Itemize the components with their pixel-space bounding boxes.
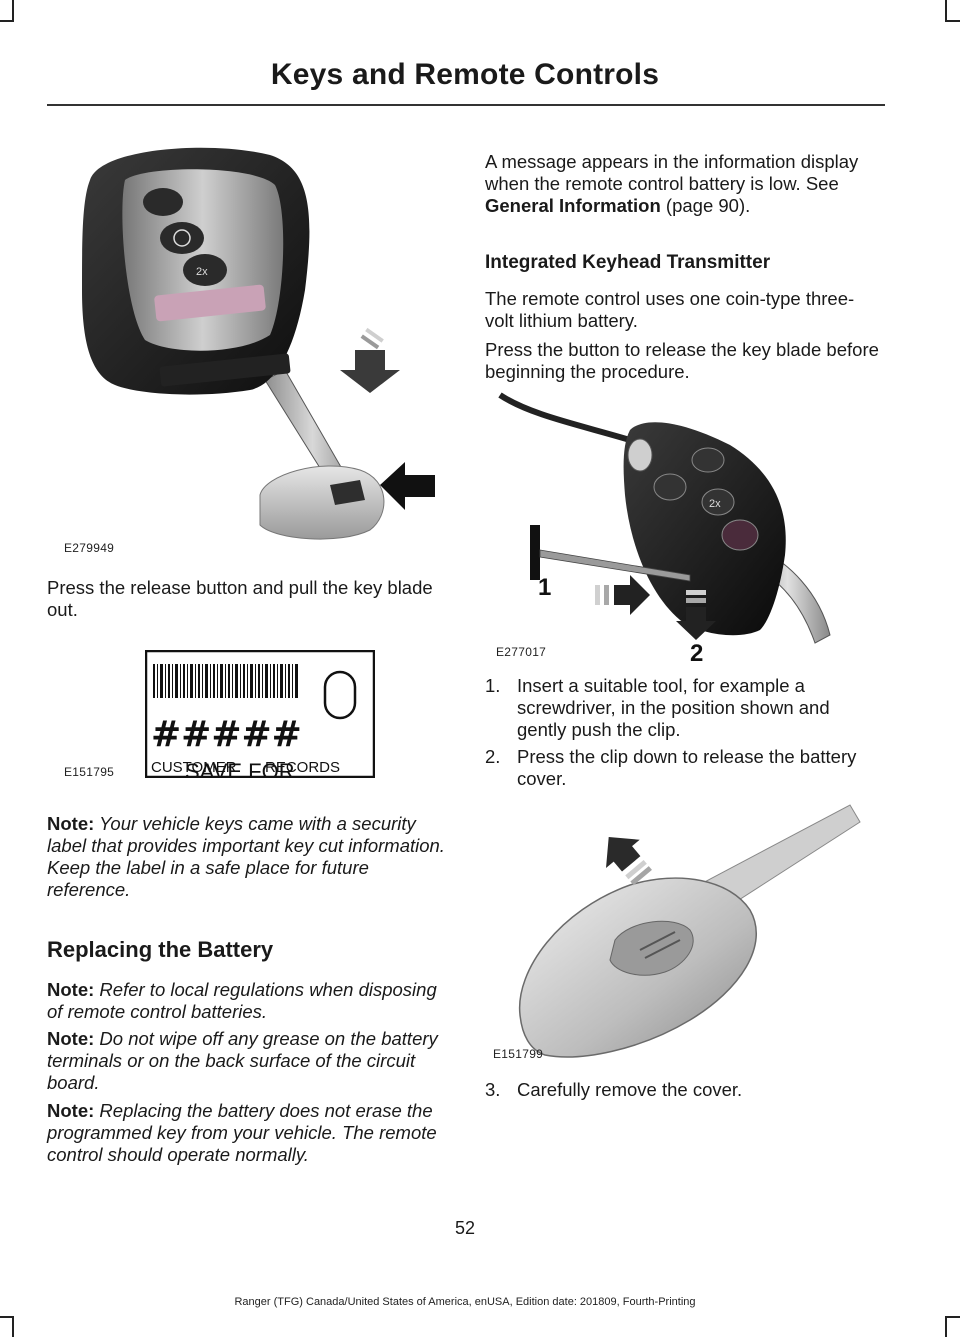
step-1: 1. Insert a suitable tool, for example a… — [485, 675, 885, 741]
battery-cover-illustration — [500, 800, 870, 1065]
battery-type-text: The remote control uses one coin-type th… — [485, 288, 855, 331]
note-text: Refer to local regulations when disposin… — [47, 979, 437, 1022]
note-grease: Note: Do not wipe off any grease on the … — [47, 1028, 452, 1094]
crop-mark — [945, 1316, 960, 1318]
subsection-heading: Integrated Keyhead Transmitter — [485, 252, 771, 273]
release-blade-text: Press the button to release the key blad… — [485, 339, 879, 382]
step-text: Insert a suitable tool, for example a sc… — [517, 675, 830, 740]
battery-low-message: A message appears in the information dis… — [485, 151, 859, 216]
figure-code: E151799 — [493, 1047, 544, 1061]
note-lead: Note: — [47, 1028, 95, 1049]
note-lead: Note: — [47, 813, 95, 834]
svg-text:2x: 2x — [196, 266, 208, 278]
note-text: Replacing the battery does not erase the… — [47, 1100, 437, 1165]
note-text: Do not wipe off any grease on the batter… — [47, 1028, 438, 1093]
crop-mark — [945, 0, 947, 22]
label-customer: CUSTOMER — [151, 759, 237, 776]
step-3: 3. Carefully remove the cover. — [485, 1079, 885, 1101]
cross-reference-link[interactable]: General Information — [485, 195, 661, 216]
note-programmed-key: Note: Replacing the battery does not era… — [47, 1100, 452, 1166]
figure-code: E151795 — [64, 765, 115, 779]
label-records: RECORDS — [265, 759, 340, 776]
note-lead: Note: — [47, 1100, 95, 1121]
figure-code: E279949 — [64, 541, 115, 555]
step-number: 3. — [485, 1079, 501, 1100]
step-text: Press the clip down to release the batte… — [517, 746, 857, 789]
crop-mark — [945, 20, 960, 22]
footer-edition-info: Ranger (TFG) Canada/United States of Ame… — [234, 1296, 696, 1308]
label-hashes: ##### — [151, 714, 302, 755]
crop-mark — [0, 1316, 14, 1318]
callout-2: 2 — [690, 640, 703, 665]
flip-key-screwdriver-illustration: 2x 1 2 — [490, 385, 870, 667]
crop-mark — [945, 1316, 947, 1337]
security-label-illustration: ##### SAVE FOR CUSTOMER RECORDS — [144, 649, 376, 784]
crop-mark — [12, 0, 14, 22]
callout-1: 1 — [538, 574, 551, 601]
figure-code: E277017 — [496, 645, 547, 659]
crop-mark — [0, 20, 14, 22]
header-divider — [47, 104, 885, 106]
instruction-text: Press the release button and pull the ke… — [47, 577, 433, 620]
key-fob-blade-illustration: 2x — [60, 140, 450, 560]
note-text: Your vehicle keys came with a security l… — [47, 813, 445, 900]
step-number: 2. — [485, 746, 501, 767]
svg-text:2x: 2x — [709, 498, 721, 510]
note-disposal: Note: Refer to local regulations when di… — [47, 979, 452, 1023]
crop-mark — [12, 1316, 14, 1337]
note-security-label: Note: Your vehicle keys came with a secu… — [47, 813, 452, 901]
barcode-icon — [153, 664, 298, 698]
page-title: Keys and Remote Controls — [270, 58, 660, 91]
note-lead: Note: — [47, 979, 95, 1000]
section-heading: Replacing the Battery — [47, 937, 274, 962]
step-text: Carefully remove the cover. — [517, 1079, 743, 1100]
step-2: 2. Press the clip down to release the ba… — [485, 746, 885, 790]
step-number: 1. — [485, 675, 501, 696]
page-number: 52 — [454, 1218, 476, 1238]
